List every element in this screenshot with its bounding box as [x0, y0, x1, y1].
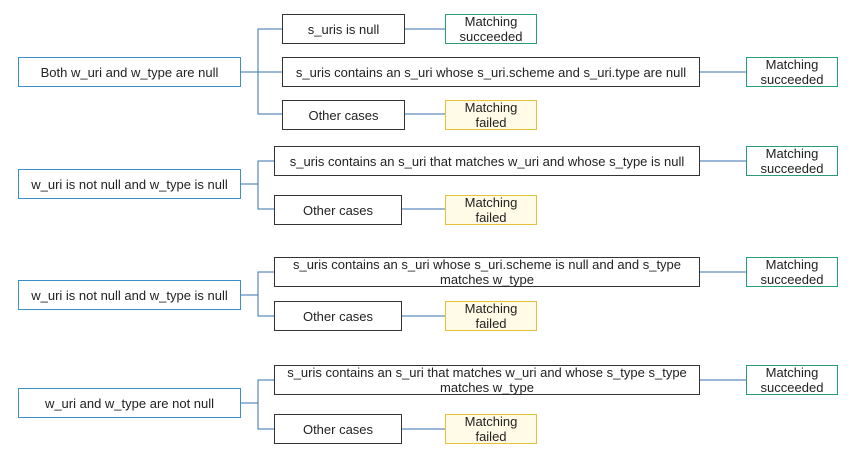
root-node: Both w_uri and w_type are null — [18, 57, 241, 87]
root-node: w_uri is not null and w_type is null — [18, 169, 241, 199]
root-node: w_uri is not null and w_type is null — [18, 280, 241, 310]
connector — [241, 379, 274, 404]
result-success-node: Matching succeeded — [746, 365, 838, 395]
condition-node: Other cases — [274, 195, 402, 225]
result-success-node: Matching succeeded — [746, 57, 838, 87]
connector — [241, 28, 282, 73]
connector — [241, 271, 274, 296]
connector — [257, 72, 282, 115]
result-failure-node: Matching failed — [445, 414, 537, 444]
root-node: w_uri and w_type are not null — [18, 388, 241, 418]
result-success-node: Matching succeeded — [746, 146, 838, 176]
result-success-node: Matching succeeded — [445, 14, 537, 44]
condition-node: s_uris contains an s_uri that matches w_… — [274, 146, 700, 176]
connector — [257, 184, 274, 210]
condition-node: Other cases — [274, 414, 402, 444]
condition-node: s_uris is null — [282, 14, 405, 44]
connector — [241, 160, 274, 185]
result-failure-node: Matching failed — [445, 195, 537, 225]
connector — [257, 295, 274, 317]
condition-node: s_uris contains an s_uri that matches w_… — [274, 365, 700, 395]
condition-node: Other cases — [282, 100, 405, 130]
condition-node: s_uris contains an s_uri whose s_uri.sch… — [282, 57, 700, 87]
result-success-node: Matching succeeded — [746, 257, 838, 287]
result-failure-node: Matching failed — [445, 100, 537, 130]
result-failure-node: Matching failed — [445, 301, 537, 331]
condition-node: Other cases — [274, 301, 402, 331]
condition-node: s_uris contains an s_uri whose s_uri.sch… — [274, 257, 700, 287]
connector — [257, 403, 274, 430]
